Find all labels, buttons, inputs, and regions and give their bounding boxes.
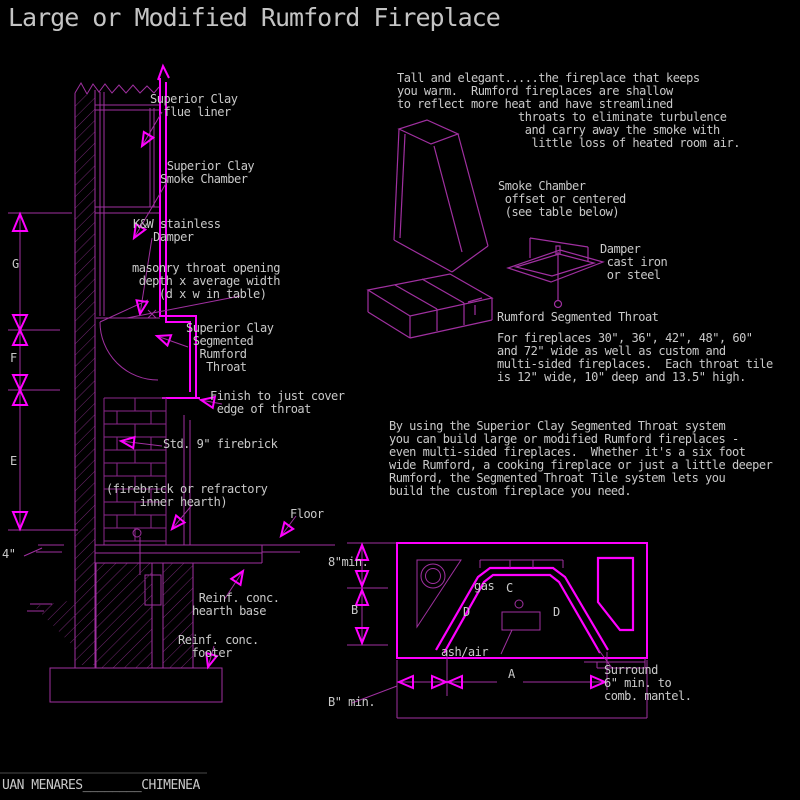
label-firebrick: Std. 9" firebrick [163, 437, 278, 451]
plan-label-gas: gas [474, 579, 495, 593]
throat-heading: Rumford Segmented Throat [497, 310, 659, 324]
label-segmented-throat: Superior Clay Segmented Rumford Throat [186, 321, 274, 374]
dim-e: E [10, 454, 17, 468]
damper-3d [506, 237, 605, 309]
segmented-throat-outline [157, 63, 200, 399]
section-view [8, 63, 335, 703]
plan-dim-a: A [508, 667, 515, 681]
label-inner-hearth: (firebrick or refractory inner hearth) [106, 482, 268, 509]
firebox-bricks [103, 397, 167, 545]
label-flue-liner: Superior Clay flue liner [150, 92, 238, 119]
title-block-text: UAN MENARES________CHIMENEA [2, 778, 200, 793]
dimension-arrows-left [11, 211, 29, 532]
smoke-chamber-3d [393, 119, 489, 273]
plan-label-d-left: D [463, 605, 470, 619]
segmented-throat-3d [366, 273, 494, 339]
plan-dim-b: B [351, 603, 358, 617]
plan-label-ash-air: ash/air [441, 645, 489, 659]
damper-note: Damper cast iron or steel [600, 242, 668, 282]
plan-firebox [435, 566, 609, 654]
label-masonry-throat: masonry throat opening depth x average w… [132, 261, 280, 301]
plan-dim-b-min: B" min. [328, 695, 376, 709]
label-footer: Reinf. conc. footer [178, 633, 259, 660]
foundation [27, 528, 335, 703]
intro-paragraph: Tall and elegant.....the fireplace that … [397, 71, 740, 150]
dim-f: F [10, 351, 17, 365]
page-title: Large or Modified Rumford Fireplace [8, 3, 501, 32]
label-floor: Floor [290, 507, 324, 521]
label-finish: Finish to just cover edge of throat [210, 389, 345, 416]
plan-label-d-right: D [553, 605, 560, 619]
chimney-structure [74, 63, 200, 668]
dim-4in: 4" [2, 547, 16, 561]
smoke-chamber-note: Smoke Chamber offset or centered (see ta… [498, 179, 626, 219]
dim-g: G [12, 257, 19, 271]
plan-dim-8min: 8"min. [328, 555, 369, 569]
throat-body: For fireplaces 30", 36", 42", 48", 60" a… [497, 331, 773, 384]
plan-label-surround: Surround 6" min. to comb. mantel. [604, 663, 692, 703]
label-smoke-chamber: Superior Clay Smoke Chamber [160, 159, 255, 186]
plan-dimension-arrows [354, 542, 608, 690]
plan-view [347, 542, 648, 719]
leader-lines [118, 111, 297, 670]
label-damper: K&W stainless Damper [133, 217, 221, 244]
plan-label-c: C [506, 581, 513, 595]
label-hearth-base: Reinf. conc. hearth base [192, 591, 280, 618]
left-dimension-chain [8, 211, 78, 557]
main-paragraph: By using the Superior Clay Segmented Thr… [389, 419, 773, 498]
